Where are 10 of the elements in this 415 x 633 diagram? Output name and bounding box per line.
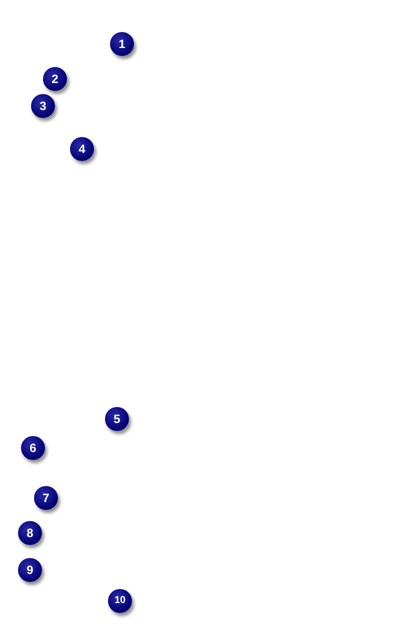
callout-number: 2	[43, 67, 67, 91]
callout-number: 1	[110, 32, 134, 56]
callout-number: 7	[34, 486, 58, 510]
callout-number: 9	[18, 558, 42, 582]
callout-number: 3	[31, 94, 55, 118]
callout-number: 10	[108, 589, 132, 613]
callout-number: 4	[70, 137, 94, 161]
callout-number: 8	[18, 521, 42, 545]
callout-number: 6	[21, 436, 45, 460]
callout-number: 5	[105, 407, 129, 431]
